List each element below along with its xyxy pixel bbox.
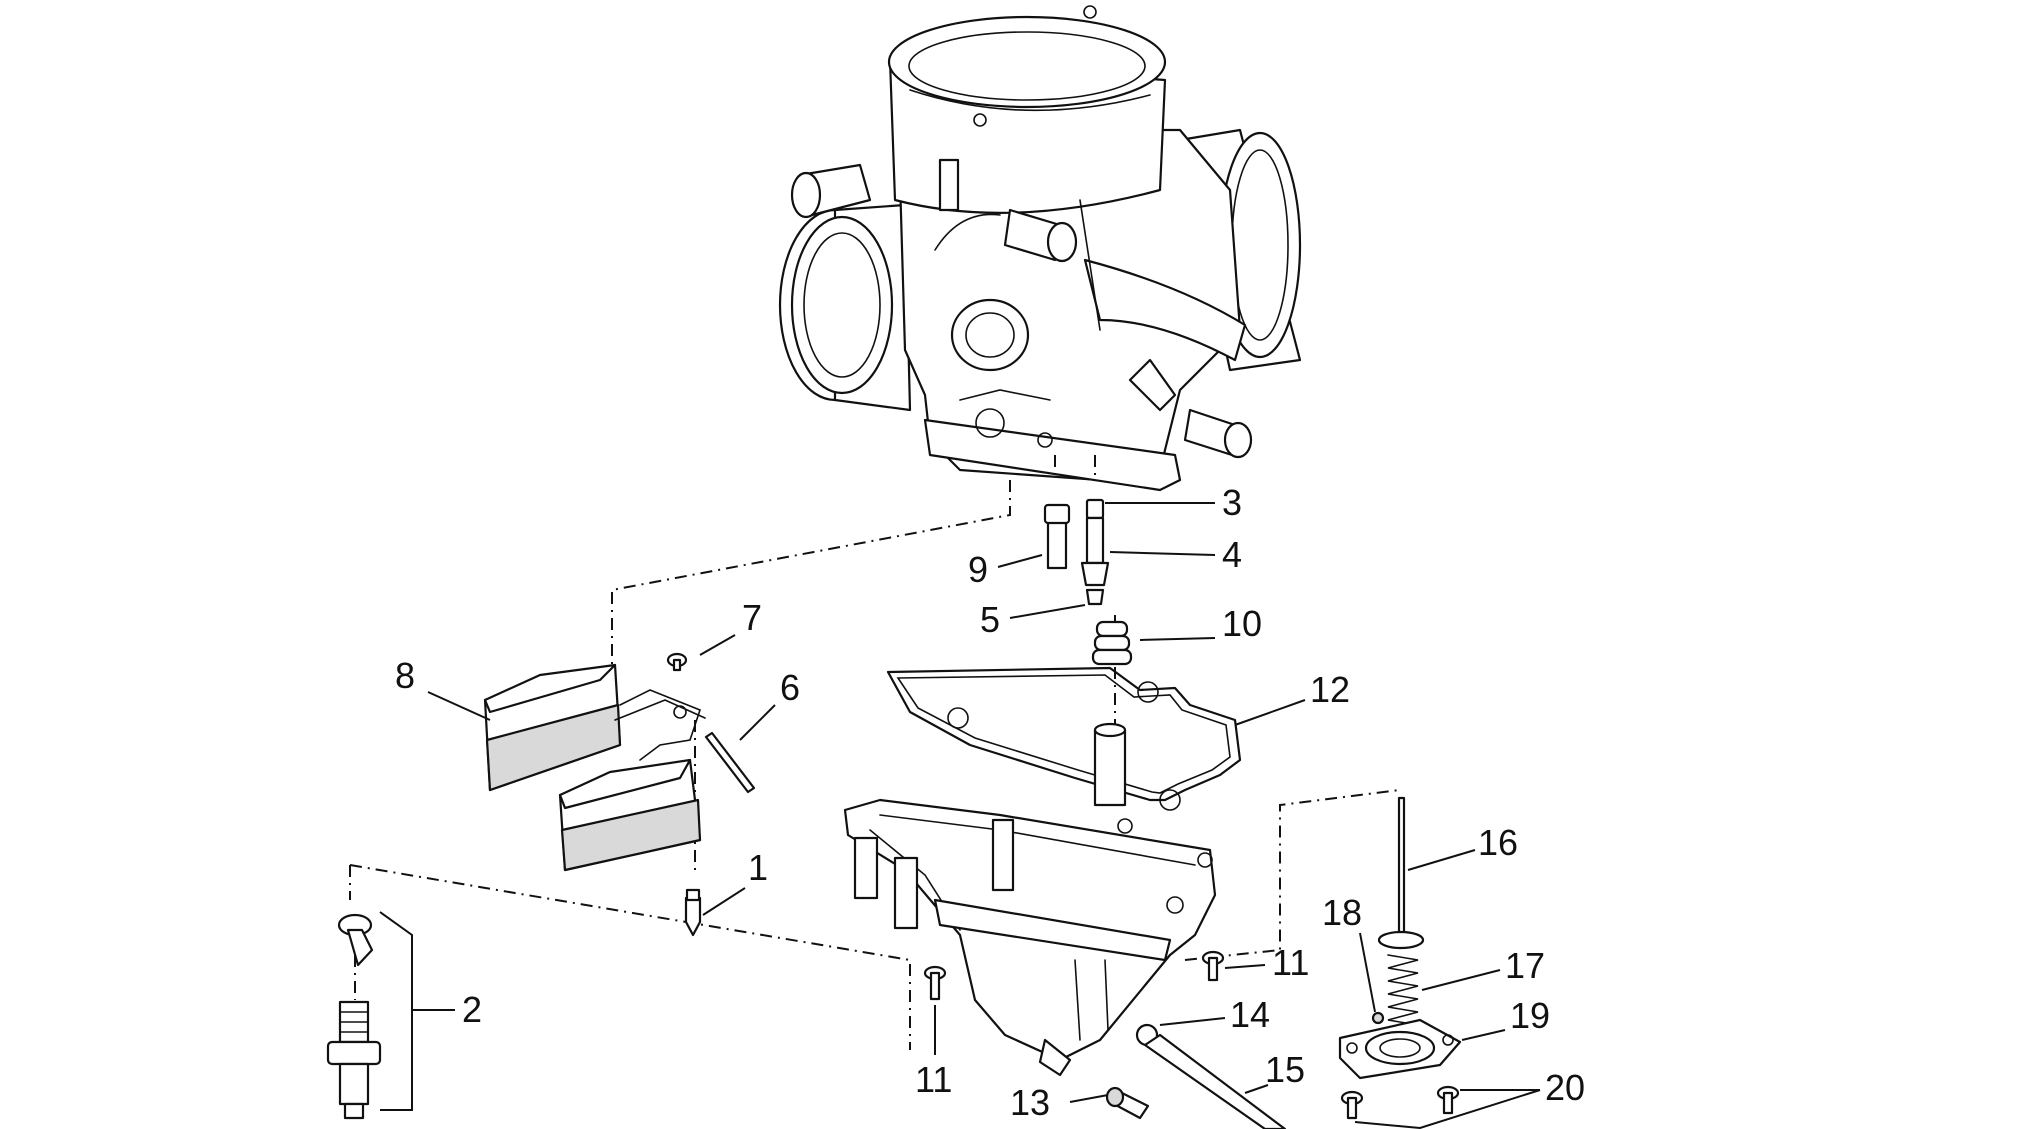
callout-labels: 1 2 3 4 5 6 7 8 9 10 11 11 12 13 14 15 1… xyxy=(395,482,1585,1123)
part-19-pump-cover xyxy=(1338,1018,1462,1080)
part-2-sensor-assembly xyxy=(326,913,382,1120)
part-8-float-assembly xyxy=(483,663,706,872)
part-1-needle-valve xyxy=(684,888,702,937)
part-16-pump-rod xyxy=(1377,796,1425,950)
part-17-spring xyxy=(1387,954,1419,1026)
callout-1: 1 xyxy=(748,847,768,888)
callout-9: 9 xyxy=(968,549,988,590)
part-11-screw-left xyxy=(923,965,947,1001)
callout-11-left: 11 xyxy=(915,1059,952,1100)
callout-5: 5 xyxy=(980,599,1000,640)
part-5-main-jet xyxy=(1085,588,1105,606)
callout-18: 18 xyxy=(1322,892,1362,933)
part-6-float-pin xyxy=(704,731,756,794)
callout-19: 19 xyxy=(1510,995,1550,1036)
leader-lines xyxy=(379,502,1541,1129)
callout-15: 15 xyxy=(1265,1049,1305,1090)
callout-6: 6 xyxy=(780,667,800,708)
part-10-atomizer xyxy=(1091,620,1133,666)
part-20-screws xyxy=(1340,1085,1460,1120)
part-9-jet xyxy=(1043,503,1071,570)
callout-7: 7 xyxy=(742,597,762,638)
carburetor-body xyxy=(778,5,1302,492)
callout-2: 2 xyxy=(462,989,482,1030)
callout-13: 13 xyxy=(1010,1082,1050,1123)
callout-12: 12 xyxy=(1310,669,1350,710)
callout-10: 10 xyxy=(1222,603,1262,644)
part-18-pin xyxy=(1371,1011,1385,1025)
part-4-needle-jet xyxy=(1080,516,1110,587)
part-7-screw xyxy=(666,652,688,672)
callout-11-right: 11 xyxy=(1272,942,1309,983)
callout-4: 4 xyxy=(1222,534,1242,575)
callout-20: 20 xyxy=(1545,1067,1585,1108)
callout-8: 8 xyxy=(395,655,415,696)
callout-17: 17 xyxy=(1505,945,1545,986)
callout-14: 14 xyxy=(1230,994,1270,1035)
part-15-drain-hose xyxy=(1143,1033,1287,1129)
part-12-float-bowl-gasket xyxy=(886,666,1242,811)
part-3-jet-needle xyxy=(1085,498,1105,520)
callout-3: 3 xyxy=(1222,482,1242,523)
callout-16: 16 xyxy=(1478,822,1518,863)
part-13-drain-screw xyxy=(1105,1086,1150,1120)
part-11-screw-right xyxy=(1201,950,1225,982)
float-bowl xyxy=(843,722,1217,1077)
